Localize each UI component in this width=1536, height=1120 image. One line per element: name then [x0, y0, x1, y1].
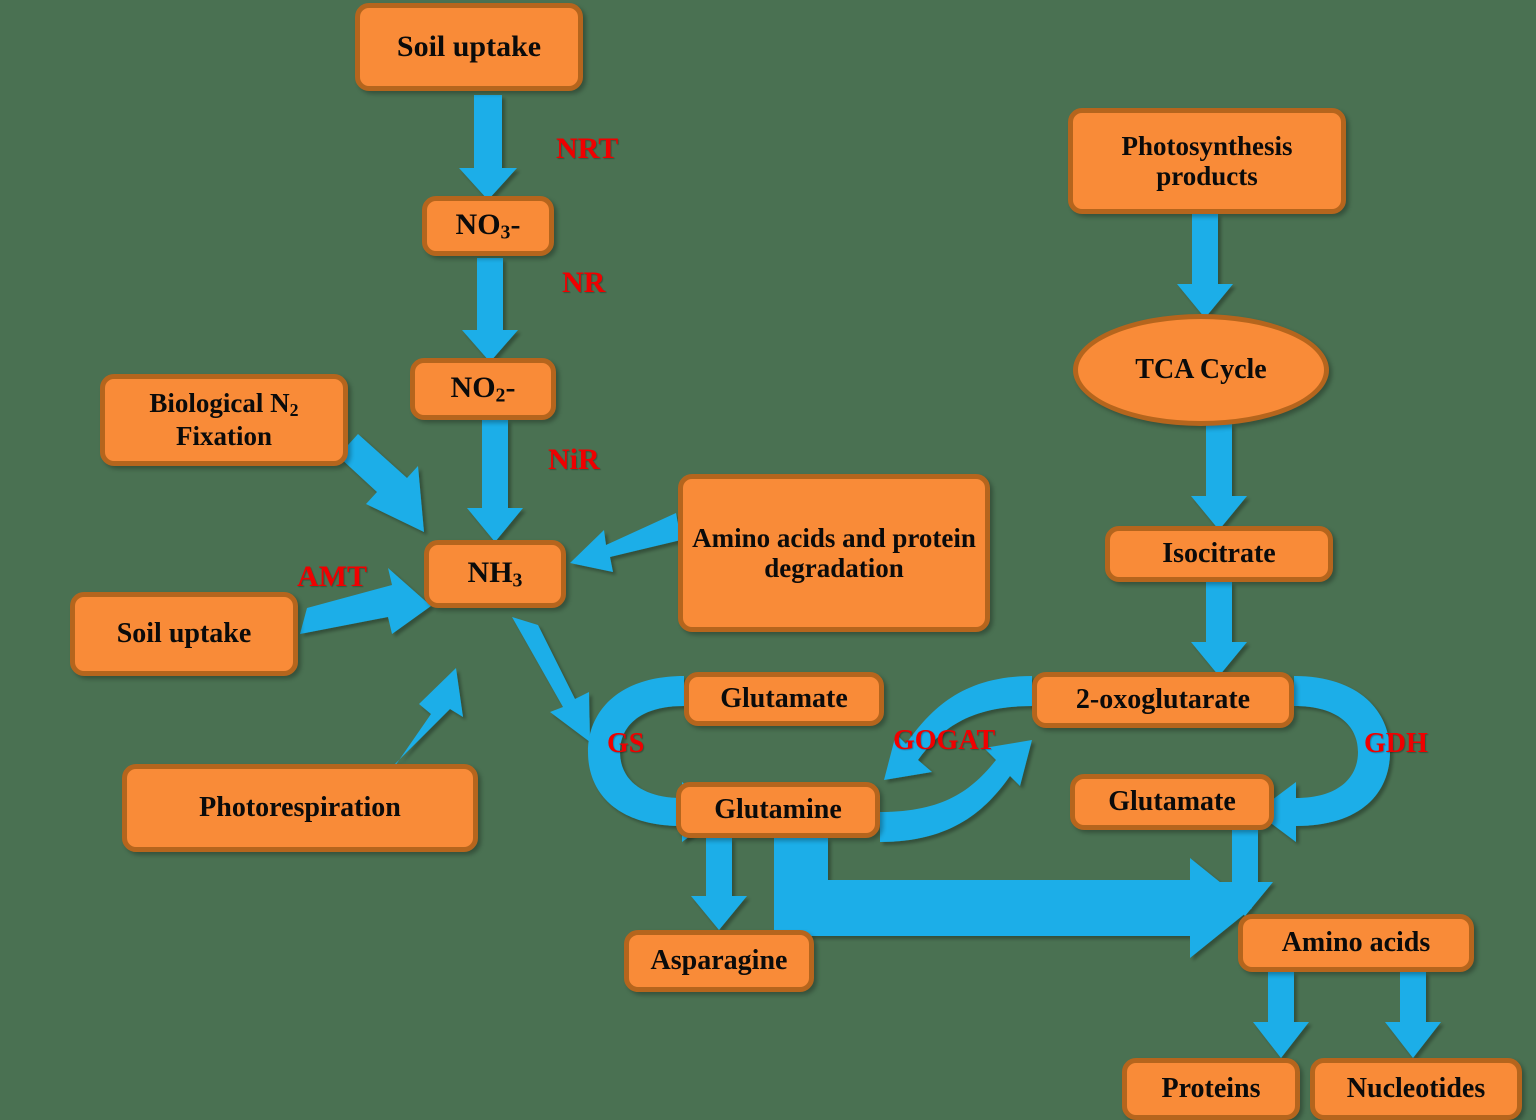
node-label-glutamate-left: Glutamate — [720, 683, 848, 715]
node-proteins[interactable]: Proteins — [1122, 1058, 1300, 1120]
node-nitrite[interactable]: NO2- — [410, 358, 556, 420]
node-label-photorespiration: Photorespiration — [199, 792, 401, 824]
node-label-soil-uptake-bottom: Soil uptake — [116, 618, 252, 650]
node-label-isocitrate: Isocitrate — [1162, 538, 1276, 570]
enzyme-label-gs: GS — [607, 728, 645, 759]
node-label-ammonia: NH3 — [467, 556, 523, 592]
arrow-glutamine-to-asparagine — [691, 838, 747, 930]
arrow-glutamateR-to-aminoacids — [1217, 830, 1273, 916]
arrow-aminoacids-to-proteins — [1253, 972, 1309, 1058]
node-label-asparagine: Asparagine — [650, 945, 788, 977]
node-ammonia[interactable]: NH3 — [424, 540, 566, 608]
node-nitrate[interactable]: NO3- — [422, 196, 554, 256]
arrow-isocitrate-to-oxoglutarate — [1191, 582, 1247, 676]
enzyme-label-nrt: NRT — [556, 132, 619, 165]
enzyme-label-amt: AMT — [297, 560, 367, 593]
node-glutamine[interactable]: Glutamine — [676, 782, 880, 838]
arrow-photorespiration-to-ammonia — [364, 668, 463, 795]
node-nucleotides[interactable]: Nucleotides — [1310, 1058, 1522, 1120]
node-photorespiration[interactable]: Photorespiration — [122, 764, 478, 852]
node-label-soil-uptake-top: Soil uptake — [396, 30, 542, 64]
node-soil-uptake-top[interactable]: Soil uptake — [355, 3, 583, 91]
node-glutamate-right[interactable]: Glutamate — [1070, 774, 1274, 830]
arrow-nitrite-to-ammonia — [467, 420, 523, 542]
subscript: 2 — [289, 400, 299, 421]
node-label-oxoglutarate: 2-oxoglutarate — [1075, 684, 1251, 716]
node-label-photosynthesis-products: Photosynthesis products — [1121, 130, 1293, 191]
enzyme-label-nir: NiR — [548, 443, 600, 476]
node-asparagine[interactable]: Asparagine — [624, 930, 814, 992]
arrow-gdh-curve — [1256, 676, 1390, 842]
arrow-soiluptake-to-ammonia — [300, 568, 431, 634]
subscript: 3 — [500, 221, 511, 244]
node-label-tca-cycle: TCA Cycle — [1135, 354, 1267, 386]
arrow-photoproducts-to-tca — [1177, 214, 1233, 318]
arrow-gogat-curve-out — [880, 740, 1032, 842]
arrow-aminoacids-to-nucleotides — [1385, 972, 1441, 1058]
arrow-tca-to-isocitrate — [1191, 424, 1247, 530]
node-label-proteins: Proteins — [1161, 1073, 1261, 1105]
enzyme-label-gdh: GDH — [1364, 728, 1428, 759]
node-label-glutamine: Glutamine — [714, 794, 842, 826]
node-tca-cycle[interactable]: TCA Cycle — [1073, 314, 1329, 426]
enzyme-label-nr: NR — [562, 266, 606, 299]
arrow-degradation-to-ammonia — [570, 513, 681, 572]
node-soil-uptake-bottom[interactable]: Soil uptake — [70, 592, 298, 676]
enzyme-label-gogat: GOGAT — [893, 725, 996, 756]
node-amino-acid-degradation[interactable]: Amino acids and protein degradation — [678, 474, 990, 632]
arrow-nitrate-to-nitrite — [462, 258, 518, 362]
node-photosynthesis-products[interactable]: Photosynthesis products — [1068, 108, 1346, 214]
arrow-gogat-curve-in — [884, 676, 1032, 780]
arrow-glutamine-to-aminoacids — [774, 838, 1252, 958]
node-label-nucleotides: Nucleotides — [1346, 1073, 1486, 1105]
subscript: 2 — [495, 384, 506, 407]
node-label-amino-acids: Amino acids — [1281, 927, 1431, 959]
node-amino-acids[interactable]: Amino acids — [1238, 914, 1474, 972]
node-oxoglutarate[interactable]: 2-oxoglutarate — [1032, 672, 1294, 728]
arrow-n2fixation-to-ammonia — [338, 434, 424, 532]
node-glutamate-left[interactable]: Glutamate — [684, 672, 884, 726]
node-label-amino-acid-degradation: Amino acids and protein degradation — [692, 522, 976, 583]
node-label-glutamate-right: Glutamate — [1108, 786, 1236, 818]
arrow-ammonia-to-gs — [512, 617, 590, 742]
node-label-nitrate: NO3- — [455, 208, 521, 244]
node-label-nitrite: NO2- — [450, 371, 516, 407]
subscript: 3 — [512, 569, 523, 592]
arrow-soil-to-nitrate — [459, 95, 517, 200]
node-isocitrate[interactable]: Isocitrate — [1105, 526, 1333, 582]
